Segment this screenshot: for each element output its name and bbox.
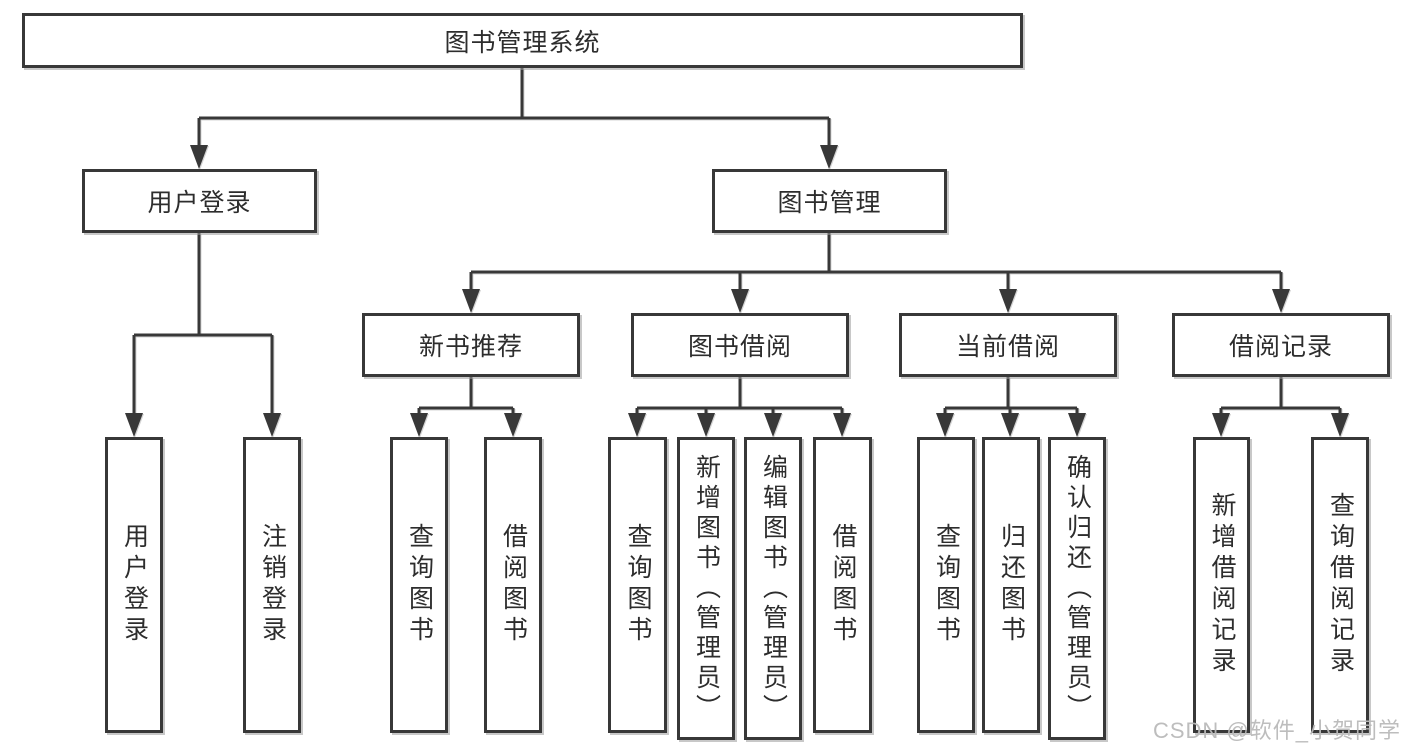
node-label: 确认归还（管理员）	[1063, 453, 1092, 724]
node-book-management: 图书管理	[712, 169, 947, 233]
node-current-borrow: 当前借阅	[899, 313, 1117, 377]
node-label: 新增借阅记录	[1208, 492, 1236, 678]
node-label: 归还图书	[997, 523, 1026, 647]
node-label: 新增图书（管理员）	[692, 453, 721, 724]
node-user-login: 用户登录	[82, 169, 317, 233]
leaf-add-borrow-record: 新增借阅记录	[1193, 437, 1250, 733]
leaf-confirm-return-admin: 确认归还（管理员）	[1048, 437, 1106, 740]
node-label: 用户登录	[147, 189, 252, 217]
leaf-borrow-book-recommend: 借阅图书	[484, 437, 542, 733]
leaf-query-borrow-record: 查询借阅记录	[1311, 437, 1369, 733]
node-label: 图书管理系统	[444, 28, 601, 57]
node-book-borrow: 图书借阅	[631, 313, 849, 377]
node-label: 查询图书	[932, 523, 961, 647]
leaf-query-book-borrow: 查询图书	[608, 437, 667, 733]
node-new-book-recommend: 新书推荐	[362, 313, 580, 377]
node-label: 查询图书	[405, 523, 434, 647]
leaf-logout: 注销登录	[243, 437, 301, 733]
node-label: 新书推荐	[418, 333, 523, 361]
node-label: 图书借阅	[687, 333, 792, 361]
node-label: 编辑图书（管理员）	[759, 453, 788, 724]
node-borrow-records: 借阅记录	[1172, 313, 1390, 377]
node-label: 查询图书	[624, 523, 652, 647]
leaf-borrow-book: 借阅图书	[813, 437, 872, 733]
node-label: 用户登录	[120, 523, 149, 647]
node-label: 借阅记录	[1228, 333, 1333, 361]
leaf-user-login: 用户登录	[105, 437, 163, 733]
leaf-add-book-admin: 新增图书（管理员）	[677, 437, 735, 740]
node-label: 借阅图书	[829, 523, 857, 647]
leaf-edit-book-admin: 编辑图书（管理员）	[744, 437, 802, 740]
leaf-query-book-current: 查询图书	[917, 437, 975, 733]
leaf-query-book-recommend: 查询图书	[390, 437, 448, 733]
leaf-return-book: 归还图书	[982, 437, 1040, 733]
node-label: 借阅图书	[499, 523, 528, 647]
node-label: 图书管理	[777, 189, 882, 217]
node-label: 当前借阅	[955, 333, 1060, 361]
csdn-watermark: CSDN @软件_小贺同学	[1152, 718, 1401, 743]
node-library-system: 图书管理系统	[22, 13, 1023, 68]
node-label: 注销登录	[258, 523, 287, 647]
node-label: 查询借阅记录	[1326, 492, 1355, 678]
